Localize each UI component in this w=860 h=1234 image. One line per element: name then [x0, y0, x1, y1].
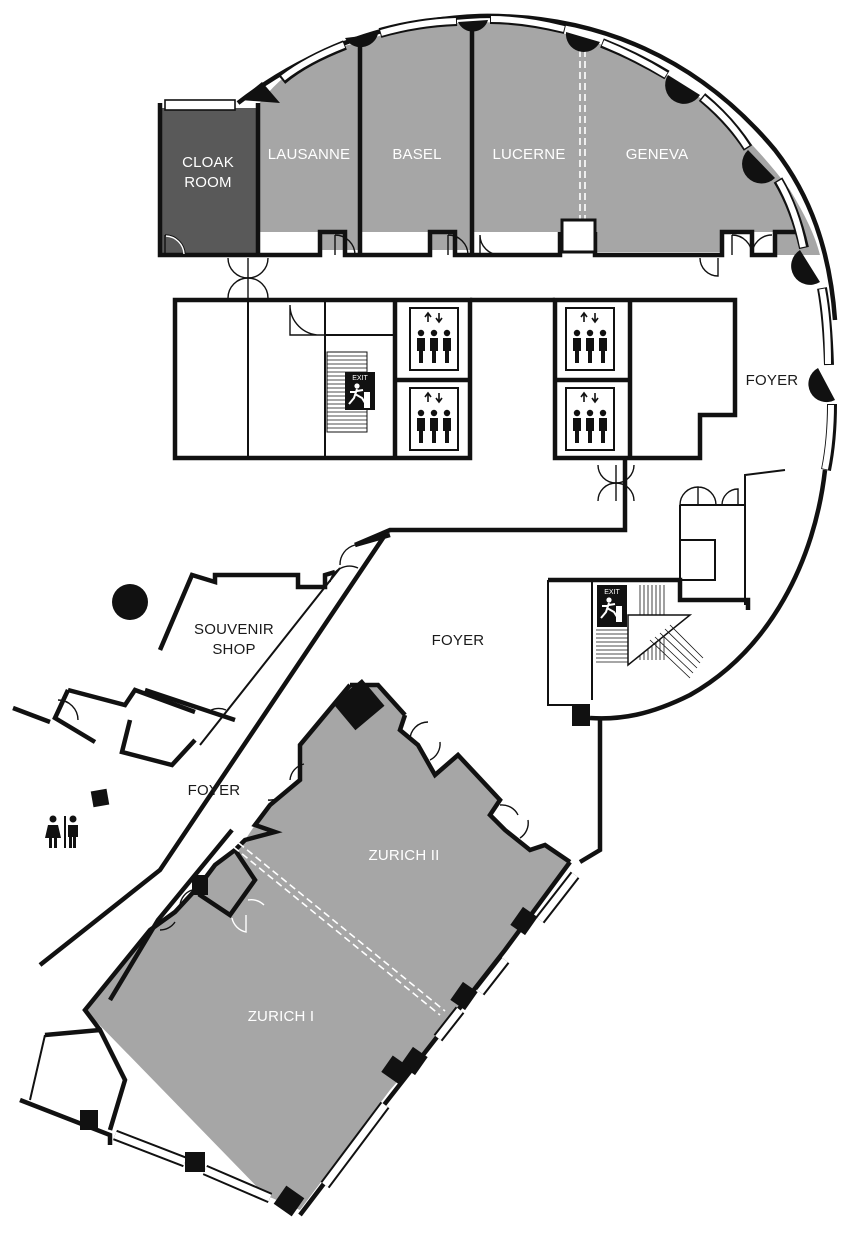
- foyer-label: FOYER: [432, 632, 485, 649]
- elevator-icon: [565, 387, 615, 451]
- windows-zurich: [320, 871, 580, 1189]
- zurich-ii-label: ZURICH II: [369, 847, 440, 864]
- basel-label: BASEL: [392, 146, 441, 163]
- exit-sign-icon: EXIT: [597, 585, 627, 627]
- columns-zurich: [273, 906, 538, 1217]
- elevator-icon: [565, 307, 615, 371]
- windows-top: [278, 14, 837, 471]
- lucerne-room[interactable]: [472, 22, 580, 250]
- double-door: [227, 257, 269, 299]
- elevator-icon: [409, 307, 459, 371]
- left-wing: [12, 532, 391, 1002]
- cloak-room[interactable]: [160, 108, 256, 253]
- window: [164, 99, 236, 111]
- foyer-label: FOYER: [746, 372, 799, 389]
- service-block: EXIT: [354, 458, 828, 726]
- lucerne-label: LUCERNE: [492, 146, 565, 163]
- geneva-label: GENEVA: [626, 146, 689, 163]
- labels: CLOAK ROOM LAUSANNE BASEL LUCERNE GENEVA…: [182, 146, 798, 1025]
- foyer-label: FOYER: [188, 782, 241, 799]
- core-block: EXIT: [172, 257, 738, 502]
- souvenir-shop-label: SOUVENIR: [194, 621, 274, 638]
- top-rooms: [157, 13, 838, 471]
- basel-room[interactable]: [360, 22, 472, 250]
- zurich-i-label: ZURICH I: [248, 1008, 315, 1025]
- elevator-icon: [409, 387, 459, 451]
- cloak-room-label: CLOAK: [182, 154, 234, 171]
- souvenir-shop-label: SHOP: [212, 641, 255, 658]
- stairs-core: EXIT: [326, 351, 375, 433]
- svg-text:EXIT: EXIT: [604, 589, 620, 596]
- geneva-room[interactable]: [580, 38, 820, 255]
- lausanne-room[interactable]: [258, 42, 360, 253]
- zurich-room[interactable]: [85, 685, 570, 1210]
- column-icon: [112, 584, 148, 620]
- restroom-icon: [45, 815, 78, 848]
- cloak-room-label: ROOM: [184, 174, 231, 191]
- pillar: [560, 218, 597, 254]
- columns-top: [240, 20, 835, 403]
- exit-sign-icon: EXIT: [345, 372, 375, 410]
- double-door: [597, 464, 635, 502]
- zurich-rooms: [19, 678, 603, 1217]
- lausanne-label: LAUSANNE: [268, 146, 350, 163]
- svg-text:EXIT: EXIT: [352, 375, 368, 382]
- top-room-doors: [164, 234, 773, 277]
